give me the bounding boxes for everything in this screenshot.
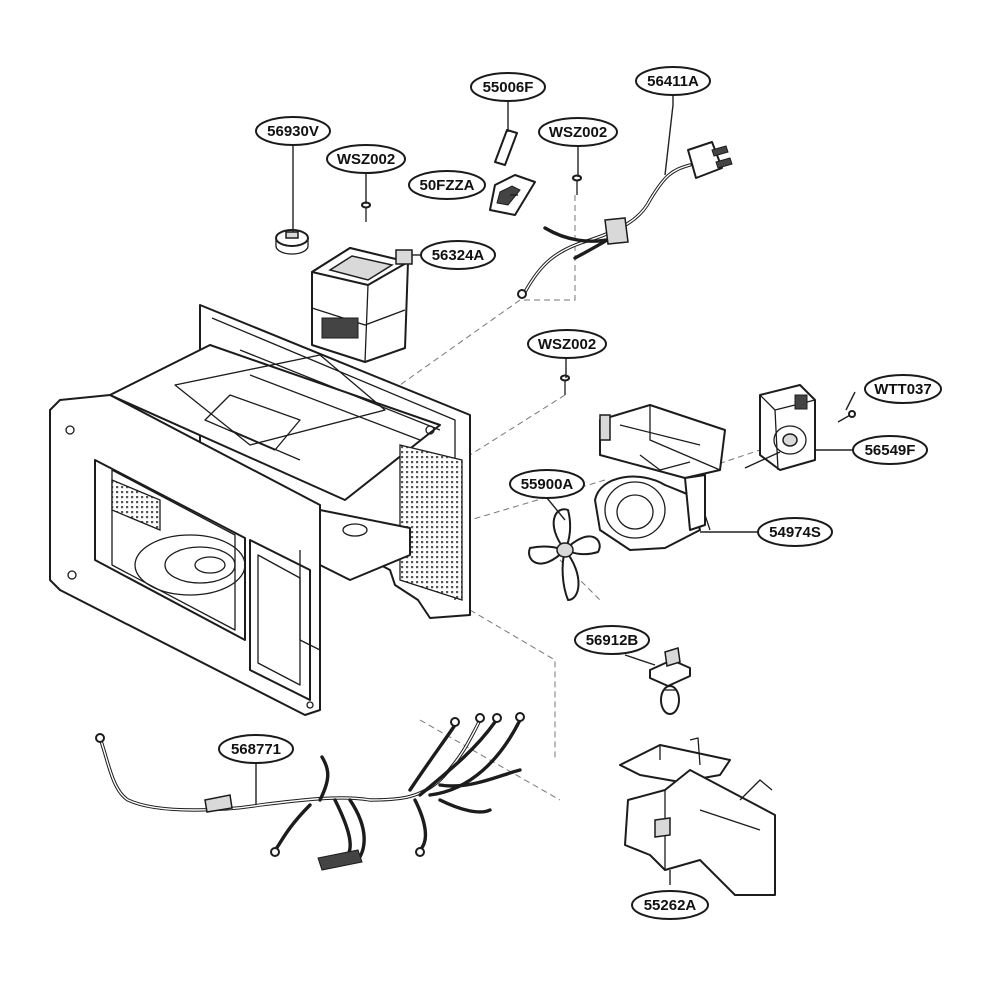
part-label-568771: 568771	[218, 734, 294, 764]
part-number-54974S: 54974S	[769, 524, 821, 541]
fuse-part	[494, 129, 518, 166]
part-label-wsz002-duct: WSZ002	[527, 329, 607, 359]
part-number-56549F: 56549F	[865, 442, 916, 459]
part-number-55006F: 55006F	[483, 79, 534, 96]
part-number-56912B: 56912B	[586, 632, 639, 649]
part-number-wsz002: WSZ002	[538, 336, 596, 353]
part-number-568771: 568771	[231, 741, 281, 758]
transformer-part	[311, 247, 413, 363]
part-label-56912B: 56912B	[574, 625, 650, 655]
fan-motor-part	[744, 384, 816, 471]
part-label-wsz002-cord: WSZ002	[538, 117, 618, 147]
part-label-56549F: 56549F	[852, 435, 928, 465]
part-number-56411A: 56411A	[647, 73, 699, 90]
part-label-56411A: 56411A	[635, 66, 711, 96]
part-label-56930V: 56930V	[255, 116, 331, 146]
part-number-50FZZA: 50FZZA	[419, 177, 474, 194]
part-label-50FZZA: 50FZZA	[408, 170, 486, 200]
part-label-56324A: 56324A	[420, 240, 496, 270]
screw-parts	[361, 174, 582, 395]
part-label-55006F: 55006F	[470, 72, 546, 102]
part-number-55900A: 55900A	[521, 476, 574, 493]
part-number-56324A: 56324A	[432, 247, 485, 264]
part-number-55262A: 55262A	[644, 897, 697, 914]
bracket-plate-part	[619, 737, 776, 896]
tapping-screw-part	[837, 410, 856, 423]
part-label-WTT037: WTT037	[864, 374, 942, 404]
microwave-chassis	[49, 304, 471, 716]
part-number-wsz002: WSZ002	[549, 124, 607, 141]
lamp-part	[649, 647, 691, 715]
fan-blade-part	[528, 508, 601, 601]
part-number-56930V: 56930V	[267, 123, 319, 140]
power-cord-part	[517, 141, 733, 299]
part-number-wsz002: WSZ002	[337, 151, 395, 168]
part-label-55900A: 55900A	[509, 469, 585, 499]
part-label-wsz002-transformer: WSZ002	[326, 144, 406, 174]
thermostat-part	[275, 229, 309, 255]
fan-duct-part	[594, 404, 726, 551]
wire-harness-part	[95, 712, 525, 871]
part-number-WTT037: WTT037	[874, 381, 932, 398]
part-label-55262A: 55262A	[631, 890, 709, 920]
part-label-54974S: 54974S	[757, 517, 833, 547]
